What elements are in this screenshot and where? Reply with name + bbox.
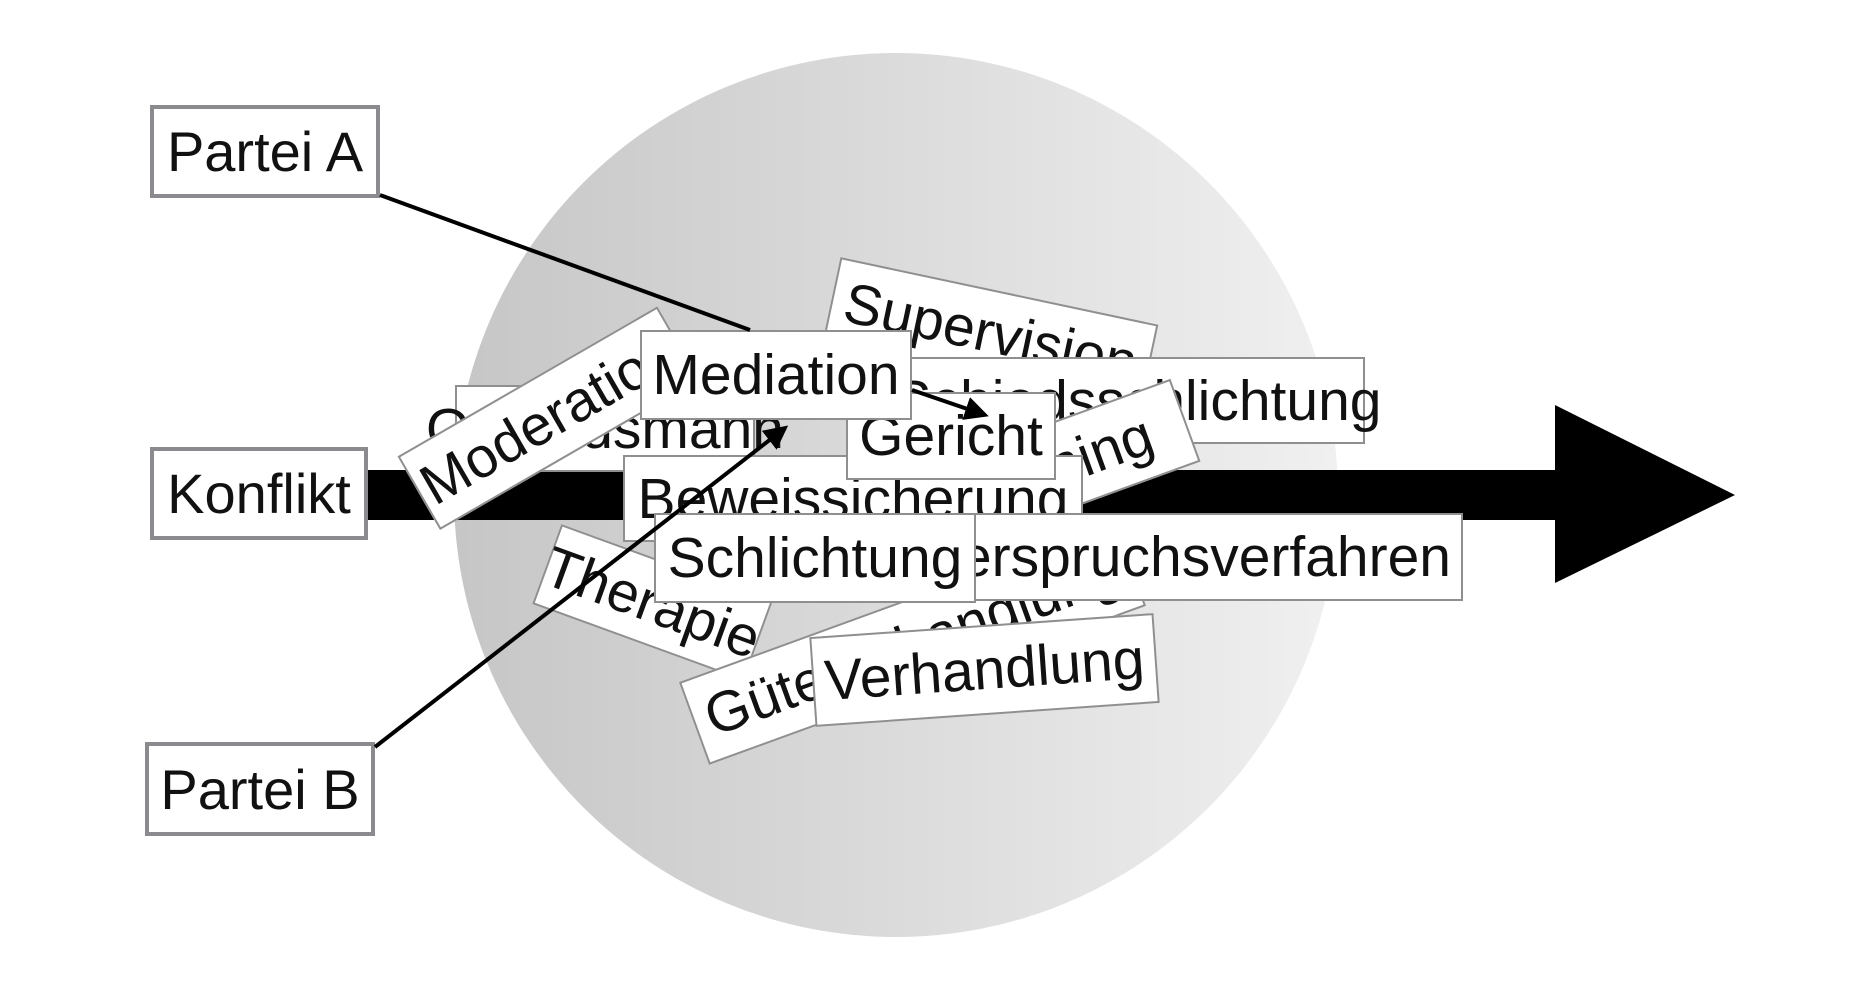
method-box-widerspruchsverfahren: Widerspruchsverfahren <box>862 513 1463 601</box>
party-a-box: Partei A <box>150 105 380 198</box>
method-box-schlichtung: Schlichtung <box>654 513 976 603</box>
conflict-box: Konflikt <box>150 447 368 540</box>
conflict-arrow-head <box>1555 405 1735 583</box>
party-b-box: Partei B <box>145 742 375 836</box>
method-box-mediation: Mediation <box>640 330 912 420</box>
